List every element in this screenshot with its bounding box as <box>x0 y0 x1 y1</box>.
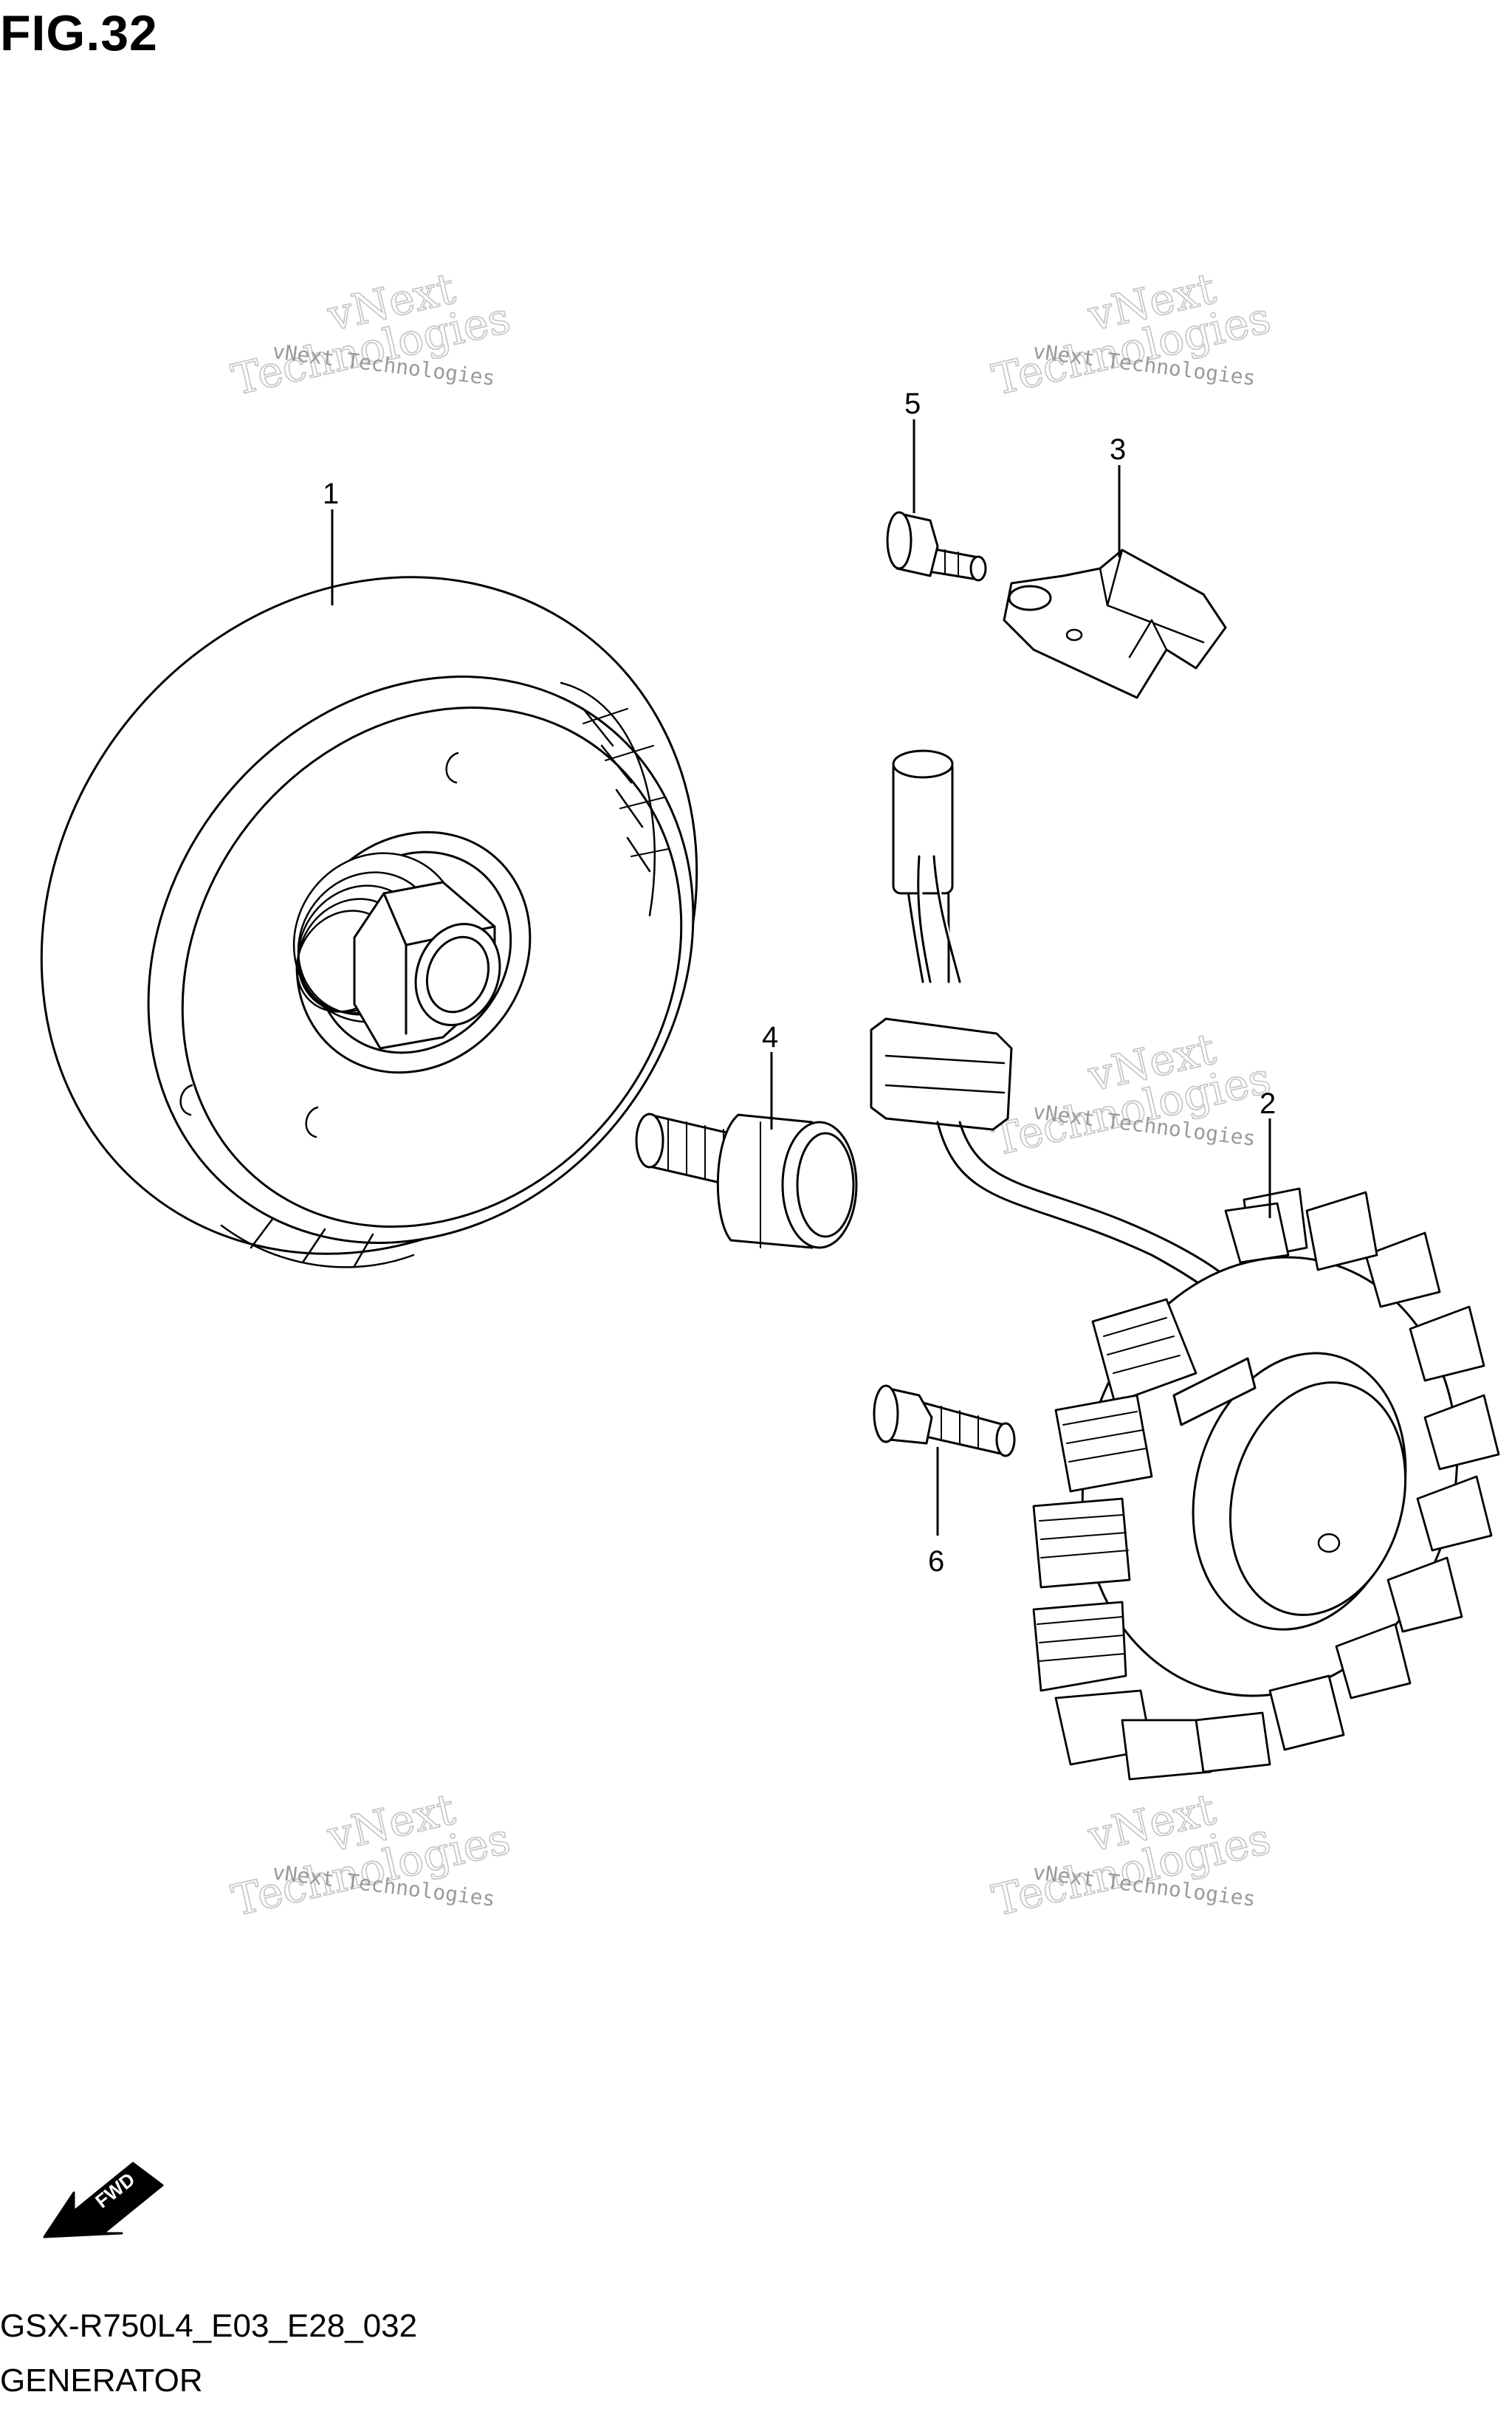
figure-title: FIG.32 <box>0 5 158 61</box>
rotor-part-1 <box>40 576 698 1268</box>
fwd-arrow: FWD <box>43 2162 164 2238</box>
watermark-top-left: vNext Technologies vNext Technologies <box>227 262 515 405</box>
watermark-mid-right: vNext Technologies vNext Technologies <box>987 1023 1276 1166</box>
fwd-arrow-icon <box>43 2162 164 2238</box>
small-bolt-part-5 <box>886 511 987 582</box>
stator-part-2 <box>870 749 1500 1781</box>
leader-lines <box>331 419 1271 1536</box>
watermark-bottom-right: vNext Technologies vNext Technologies <box>987 1783 1276 1926</box>
callout-4: 4 <box>762 1021 778 1054</box>
watermark-bottom-left: vNext Technologies vNext Technologies <box>227 1783 515 1926</box>
flange-bolt-part-4 <box>635 1113 858 1249</box>
figure-code: GSX-R750L4_E03_E28_032 <box>0 2308 418 2344</box>
watermark-top-right: vNext Technologies vNext Technologies <box>987 262 1276 405</box>
callout-3: 3 <box>1110 433 1126 466</box>
callout-6: 6 <box>928 1545 944 1578</box>
callout-1: 1 <box>323 478 339 510</box>
bracket-part-3 <box>1003 549 1227 699</box>
callout-5: 5 <box>904 388 921 420</box>
callout-2: 2 <box>1260 1087 1276 1120</box>
bolt-part-6 <box>873 1384 1016 1457</box>
figure-caption: GENERATOR <box>0 2362 203 2399</box>
